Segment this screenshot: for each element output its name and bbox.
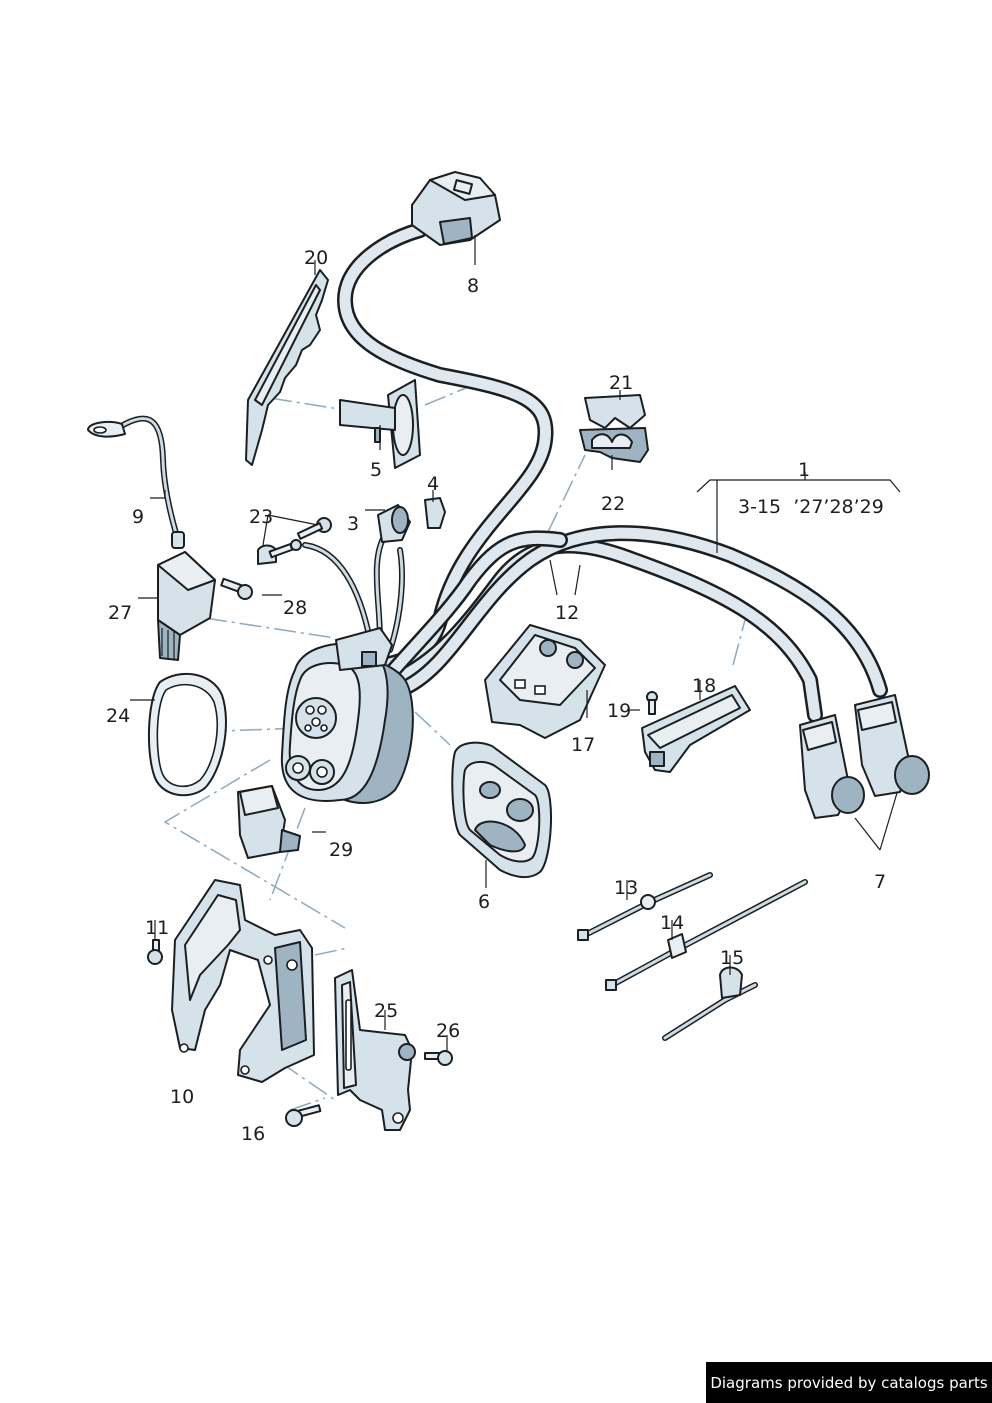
callout-9: 9	[132, 506, 144, 528]
screw-19	[646, 691, 658, 715]
cover-plate-6	[451, 741, 553, 878]
callout-28: 28	[283, 597, 307, 619]
screw-28	[220, 577, 253, 600]
grommet-5	[339, 379, 421, 469]
callout-labels: 8 20 5 21 22 4 3 9 23 27 28 24 12 17 19 …	[106, 247, 886, 1145]
callout-1: 1	[798, 459, 810, 481]
callout-18: 18	[692, 675, 716, 697]
callout-1-subparts: 3-15 ’27’28’29	[738, 496, 884, 518]
callout-27: 27	[108, 602, 132, 624]
bracket-10	[171, 879, 315, 1083]
assembly-dash-lines	[163, 381, 746, 1111]
footer-text: Diagrams provided by catalogs parts	[710, 1373, 988, 1392]
callout-13: 13	[614, 877, 638, 899]
callout-22: 22	[601, 493, 625, 515]
cable-harness	[115, 222, 888, 723]
callout-10: 10	[170, 1086, 194, 1108]
plate-20	[245, 269, 329, 466]
screw-11	[147, 939, 163, 965]
cable-tie-13	[577, 872, 713, 941]
callout-25: 25	[374, 1000, 398, 1022]
connector-8	[411, 171, 501, 246]
callout-5: 5	[370, 459, 382, 481]
callout-24: 24	[106, 705, 130, 727]
callout-26: 26	[436, 1020, 460, 1042]
callout-17: 17	[571, 734, 595, 756]
callout-8: 8	[467, 275, 479, 297]
callout-23: 23	[249, 506, 273, 528]
clip-22	[579, 427, 649, 463]
screw-16	[285, 1104, 322, 1127]
callout-20: 20	[304, 247, 328, 269]
callout-29: 29	[329, 839, 353, 861]
callout-6: 6	[478, 891, 490, 913]
charging-socket-housing	[280, 627, 414, 804]
callout-19: 19	[607, 700, 631, 722]
bolt-23	[257, 517, 332, 565]
footer-attribution: Diagrams provided by catalogs parts	[706, 1362, 992, 1403]
sleeve-3	[377, 504, 411, 543]
callout-11: 11	[145, 917, 169, 939]
connector-7-left	[799, 714, 865, 819]
screw-26	[424, 1050, 453, 1066]
callout-4: 4	[427, 473, 439, 495]
bracket-25	[334, 969, 416, 1131]
connector-7-right	[854, 694, 930, 797]
cable-tie-15	[662, 966, 758, 1041]
callout-14: 14	[660, 912, 684, 934]
callout-7: 7	[874, 871, 886, 893]
clip-4	[424, 497, 446, 529]
callout-16: 16	[241, 1123, 265, 1145]
callout-12: 12	[555, 602, 579, 624]
seal-24	[147, 672, 227, 797]
callout-21: 21	[609, 372, 633, 394]
ring-terminal-9	[87, 421, 185, 549]
callout-3: 3	[347, 513, 359, 535]
holder-18	[641, 685, 751, 773]
bracket-17	[484, 624, 606, 739]
callout-15: 15	[720, 947, 744, 969]
cover-29	[237, 785, 301, 859]
module-27	[157, 551, 216, 661]
leader-lines	[130, 235, 901, 1052]
clip-21	[584, 394, 646, 429]
